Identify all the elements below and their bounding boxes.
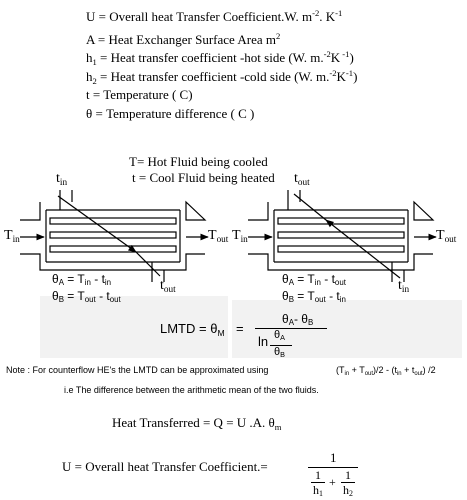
right-cold-outlet-nozzle: [287, 190, 301, 210]
left-tube-3: [49, 245, 177, 253]
lmtd-inner-bar: [270, 345, 292, 346]
right-theta-a: θA = Tin - tout: [282, 272, 346, 288]
lmtd-numerator: θA- θB: [282, 312, 314, 328]
note-line-1: Note : For counterflow HE's the LMTD can…: [6, 365, 269, 375]
left-label-t-out: tout: [160, 278, 176, 294]
left-tube-2: [49, 231, 177, 239]
right-shell-inner: [273, 209, 409, 263]
lmtd-lhs: LMTD = θM: [160, 321, 225, 338]
left-cold-flow: [57, 195, 137, 253]
legend-a: A = Heat Exchanger Surface Area m2: [86, 31, 281, 47]
right-label-T-in: Tin: [232, 228, 248, 244]
left-tube-1: [49, 217, 177, 225]
hot-fluid-label: T= Hot Fluid being cooled: [129, 154, 268, 169]
overall-frac-2-bot: h2: [343, 483, 353, 499]
left-cold-outlet-nozzle: [151, 262, 165, 282]
left-theta-b: θB = Tout - tout: [52, 289, 121, 305]
left-theta-a: θA = Tin - tin: [52, 272, 112, 288]
overall-main-bar: [308, 467, 358, 468]
right-cold-flow: [325, 219, 401, 279]
lmtd-main-bar: [255, 328, 327, 329]
legend-t: t = Temperature ( C): [86, 87, 193, 102]
right-label-t-out: tout: [294, 171, 310, 187]
note-formula: (Tin + Tout)/2 - (tin + tout) /2: [336, 365, 436, 377]
lmtd-inner-bottom: θB: [274, 346, 285, 360]
right-shell-outer: [248, 200, 435, 271]
overall-frac-1-top: 1: [315, 468, 321, 482]
overall-frac-2-bar: [341, 482, 355, 483]
left-label-t-in: tin: [56, 171, 68, 187]
left-shell-outer: [20, 200, 207, 271]
left-label-T-in: Tin: [4, 228, 20, 244]
legend-h1: h1 = Heat transfer coefficient -hot side…: [86, 49, 354, 67]
left-label-T-out: Tout: [208, 228, 229, 244]
lmtd-equals: =: [236, 321, 244, 336]
overall-num-1: 1: [330, 450, 337, 465]
overall-frac-2-top: 1: [345, 468, 351, 482]
lmtd-ln: ln: [258, 334, 269, 349]
legend-theta: θ = Temperature difference ( C ): [86, 106, 255, 121]
heat-transferred: Heat Transferred = Q = U .A. θm: [112, 415, 282, 432]
right-label-T-out: Tout: [436, 228, 457, 244]
legend-u: U = Overall heat Transfer Coefficient.W.…: [86, 8, 343, 24]
cold-fluid-label: t = Cool Fluid being heated: [132, 170, 275, 185]
legend-h2: h2 = Heat transfer coefficient -cold sid…: [86, 68, 358, 86]
lmtd-panel-right: [232, 300, 462, 358]
right-theta-b: θB = Tout - tin: [282, 289, 346, 305]
lmtd-panel-left: [40, 296, 228, 358]
left-shell-inner: [45, 209, 181, 263]
overall-u-text: U = Overall heat Transfer Coefficient.=: [62, 459, 268, 474]
right-tube-2: [277, 231, 405, 239]
overall-frac-1-bot: h1: [313, 483, 323, 499]
right-label-t-in: tin: [398, 278, 410, 294]
left-cold-inlet-nozzle: [59, 190, 73, 210]
overall-plus: +: [329, 475, 336, 489]
right-tube-1: [277, 217, 405, 225]
lmtd-inner-top: θA: [274, 329, 285, 343]
right-tube-3: [277, 245, 405, 253]
overall-frac-1-bar: [311, 482, 325, 483]
note-line-2: i.e The difference between the arithmeti…: [64, 385, 319, 395]
